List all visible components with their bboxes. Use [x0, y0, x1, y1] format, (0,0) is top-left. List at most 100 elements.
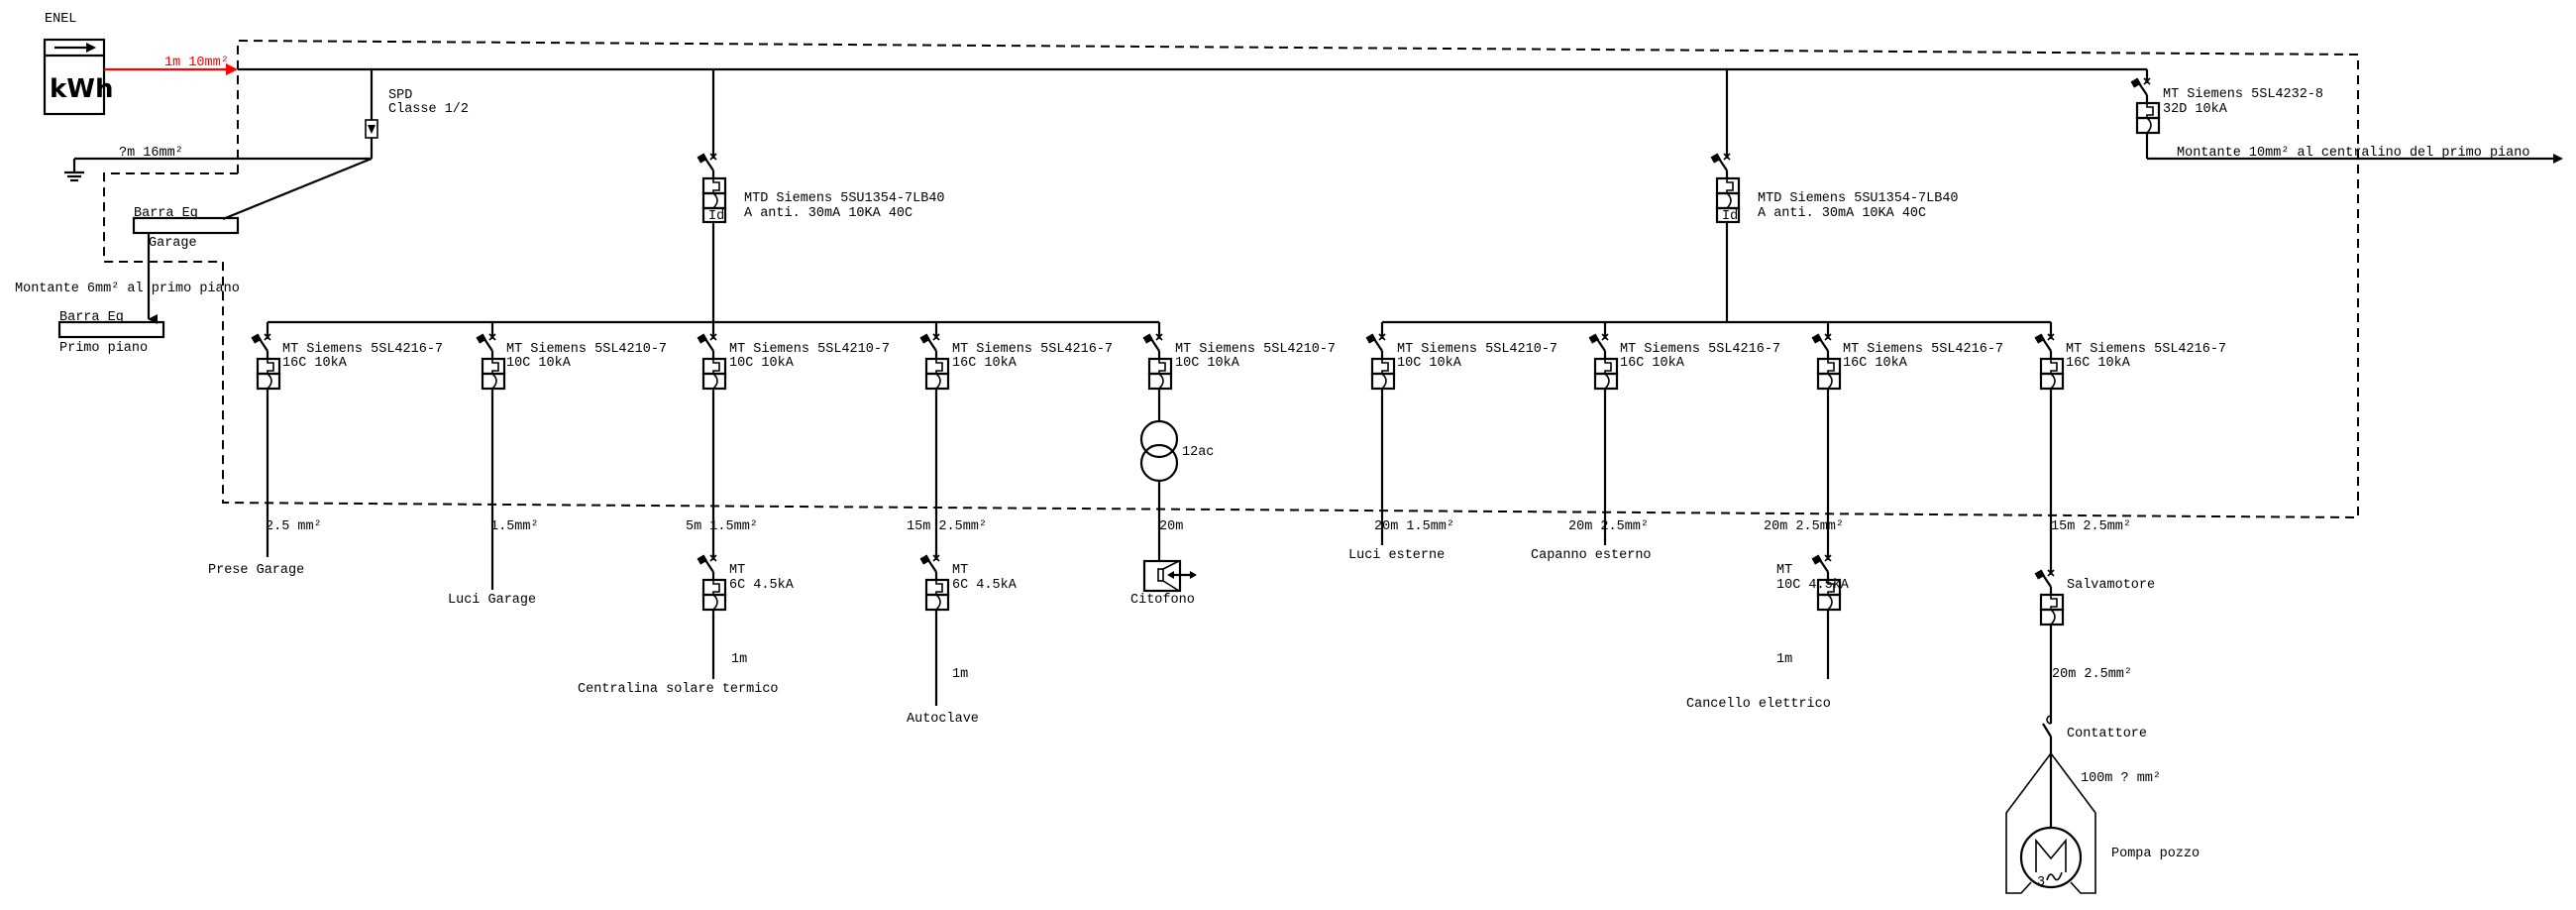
motor-cable-phase-1: [2005, 752, 2052, 894]
spd-label-2: Classe 1/2: [388, 102, 469, 117]
branch-breaker: [2034, 333, 2065, 391]
breaker-handle-icon: [919, 554, 930, 565]
sub-breaker-8-label-1: MT: [1776, 563, 1792, 578]
branch-circuit: [2034, 322, 2065, 753]
feed-cable-label: 1m 10mm²: [164, 56, 229, 70]
load-luci-esterne: Luci esterne: [1348, 548, 1445, 563]
ac-wave-icon: [2046, 871, 2063, 881]
branch-breaker: [251, 333, 281, 391]
bar-garage-label-top: Barra Eq: [134, 206, 198, 221]
sub-breaker: [697, 554, 727, 612]
branch-6-cable-label: 20m 1.5mm²: [1374, 519, 1454, 534]
breaker-handle-icon: [1811, 333, 1822, 344]
spd-arrow-icon: [368, 125, 376, 134]
motor-icon: [2019, 826, 2083, 889]
branch-breaker: [1142, 333, 1173, 391]
branch-6-breaker-label-2: 10C 10kA: [1397, 356, 1462, 371]
branch-breaker: [1811, 333, 1842, 391]
load-cancello-elettrico: Cancello elettrico: [1686, 697, 1831, 712]
breaker-handle-icon: [697, 554, 707, 565]
branch-3-breaker-label-2: 10C 10kA: [729, 356, 795, 371]
main-breaker-right-label-2: 32D 10kA: [2163, 102, 2228, 117]
breaker-handle-icon: [697, 153, 707, 164]
branch-1-breaker-label-2: 16C 10kA: [282, 356, 348, 371]
motor-protection-breaker: [2034, 569, 2065, 626]
load-prese-garage: Prese Garage: [208, 563, 304, 578]
residual-current-id-label: Id: [708, 209, 724, 224]
branch-circuit: [476, 322, 506, 590]
rcd-group-2: Id: [1365, 69, 2065, 753]
motor-cable-label: 100m ? mm²: [2081, 771, 2161, 786]
load-pompa-pozzo: Pompa pozzo: [2111, 847, 2200, 861]
branch-8-breaker-label-2: 16C 10kA: [1843, 356, 1908, 371]
breaker-handle-icon: [1142, 333, 1153, 344]
breaker-handle-icon: [919, 333, 930, 344]
riser-centralino-label: Montante 10mm² al centralino del primo p…: [2177, 146, 2529, 161]
branch-circuit: [1365, 322, 1396, 545]
motor-three-phase-label: 3: [2037, 875, 2045, 890]
rcd-1-label-1: MTD Siemens 5SU1354-7LB40: [744, 191, 945, 206]
rcd-2-symbol: Id: [1710, 153, 1741, 224]
bar-primo-label-bottom: Primo piano: [59, 341, 148, 356]
rcd-1-label-2: A anti. 30mA 10KA 40C: [744, 206, 912, 221]
ground-icon: [64, 171, 84, 182]
spd-label-1: SPD: [388, 88, 412, 103]
branch-7-cable-label: 20m 2.5mm²: [1568, 519, 1649, 534]
sub-breaker: [919, 554, 950, 612]
breaker-handle-icon: [251, 333, 262, 344]
branch-5-cable-label: 20m: [1159, 519, 1183, 534]
sub-breaker: [1811, 554, 1842, 612]
residual-current-id-label: Id: [1722, 209, 1738, 224]
meter-kwh-label: kWh: [50, 74, 113, 104]
branch-6-breaker-label-1: MT Siemens 5SL4210-7: [1397, 342, 1557, 357]
transformer-icon: [1139, 419, 1179, 459]
supplier-label: ENEL: [45, 12, 76, 27]
branch-3-cable-label: 5m 1.5mm²: [686, 519, 758, 534]
branch-circuit: [697, 322, 727, 679]
sub-breaker-4-label-2: 6C 4.5kA: [952, 578, 1018, 593]
branch-breaker: [476, 333, 506, 391]
branch-4-breaker-label-2: 16C 10kA: [952, 356, 1018, 371]
main-breaker-right-label-1: MT Siemens 5SL4232-8: [2163, 87, 2323, 102]
salvamotore-label: Salvamotore: [2067, 578, 2155, 593]
load-luci-garage: Luci Garage: [448, 593, 536, 608]
branch-8-cable-label: 20m 2.5mm²: [1764, 519, 1844, 534]
breaker-handle-icon: [2034, 333, 2045, 344]
main-breaker-right: [2130, 69, 2563, 164]
breaker-handle-icon: [2130, 77, 2141, 88]
branch-circuit: [1588, 322, 1619, 545]
transformer-label: 12ac: [1182, 445, 1214, 460]
sub-cable-4-label: 1m: [952, 667, 968, 682]
main-breaker-right-symbol: [2130, 77, 2161, 135]
branch-2-cable-label: 1.5mm²: [490, 519, 539, 534]
motor-m-glyph: [2035, 838, 2067, 872]
load-centralina-solare: Centralina solare termico: [578, 682, 779, 697]
riser-primo-piano-label: Montante 6mm² al primo piano: [15, 282, 240, 296]
sub-cable-9-label: 20m 2.5mm²: [2052, 667, 2132, 682]
surge-protector: [365, 69, 378, 159]
branch-1-breaker-label-1: MT Siemens 5SL4216-7: [282, 342, 443, 357]
branch-breaker: [1588, 333, 1619, 391]
branch-2-breaker-label-1: MT Siemens 5SL4210-7: [506, 342, 667, 357]
breaker-handle-icon: [697, 333, 707, 344]
branch-4-cable-label: 15m 2.5mm²: [907, 519, 987, 534]
branch-breaker: [1365, 333, 1396, 391]
branch-9-breaker-label-1: MT Siemens 5SL4216-7: [2066, 342, 2226, 357]
sub-breaker-3-label-1: MT: [729, 563, 745, 578]
sub-breaker-8-label-2: 10C 4.5kA: [1776, 578, 1850, 593]
branch-4-breaker-label-1: MT Siemens 5SL4216-7: [952, 342, 1113, 357]
earth-cable-label: ?m 16mm²: [119, 146, 183, 161]
enclosure-boundary: [103, 39, 2359, 519]
contactor-label: Contattore: [2067, 727, 2147, 741]
contactor-icon: [2046, 715, 2052, 725]
breaker-handle-icon: [476, 333, 486, 344]
motor-pump: 3: [2005, 752, 2096, 894]
rcd-group-1: Id: [251, 69, 1197, 706]
sub-breaker-3-label-2: 6C 4.5kA: [729, 578, 795, 593]
motor-cable-phase-3: [2050, 752, 2096, 894]
bar-primo-label-top: Barra Eq: [59, 310, 124, 325]
rcd-1-symbol: Id: [697, 153, 727, 224]
rcd-2-label-2: A anti. 30mA 10KA 40C: [1758, 206, 1926, 221]
branch-2-breaker-label-2: 10C 10kA: [506, 356, 572, 371]
